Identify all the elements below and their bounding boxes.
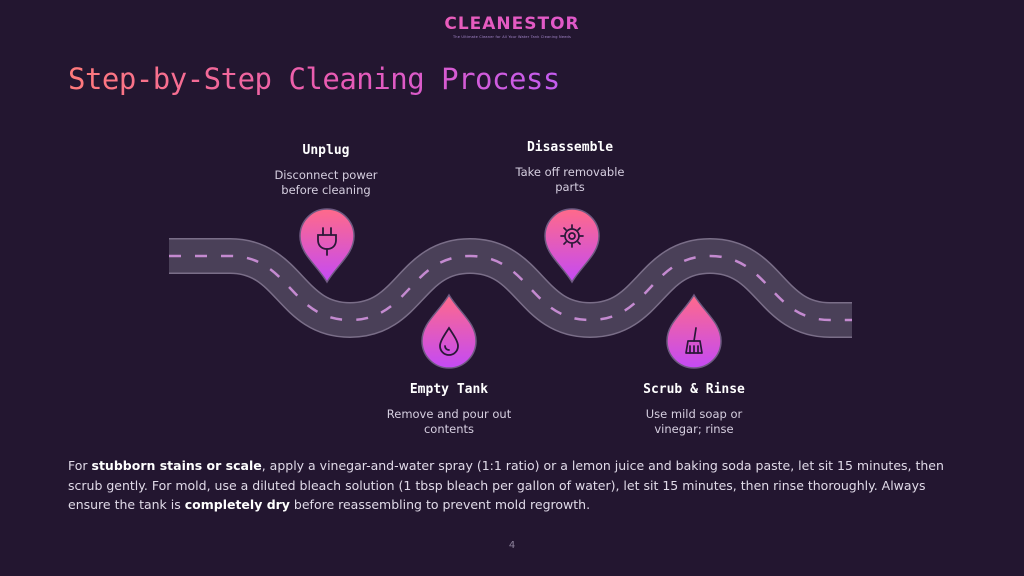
step-desc-line: Remove and pour out xyxy=(386,407,512,421)
step-unplug: Unplug Disconnect power before cleaning xyxy=(241,143,411,198)
step-pin-unplug xyxy=(299,208,355,284)
step-desc-line: Use mild soap or xyxy=(645,407,743,421)
gear-icon xyxy=(560,224,584,248)
step-pin-scrub-rinse xyxy=(666,293,722,369)
step-title: Disassemble xyxy=(526,140,614,155)
step-desc-line: parts xyxy=(555,180,585,194)
brand-name: CLEANESTOR xyxy=(0,14,1024,34)
body-text-segment: For xyxy=(68,458,92,473)
body-bold-segment: completely dry xyxy=(184,497,290,512)
step-desc-line: Disconnect power xyxy=(274,168,378,182)
body-paragraph: For stubborn stains or scale, apply a vi… xyxy=(68,456,948,515)
body-bold-segment: stubborn stains or scale xyxy=(91,458,262,473)
step-description: Take off removable parts xyxy=(485,165,655,195)
road-path xyxy=(169,238,852,338)
step-description: Remove and pour out contents xyxy=(364,407,534,437)
page-title: Step-by-Step Cleaning Process xyxy=(68,62,560,96)
step-scrub-rinse: Scrub & Rinse Use mild soap or vinegar; … xyxy=(609,382,779,437)
plug-icon xyxy=(317,227,337,256)
step-description: Use mild soap or vinegar; rinse xyxy=(609,407,779,437)
droplet-icon xyxy=(439,326,459,356)
step-pin-empty-tank xyxy=(421,293,477,369)
step-title: Empty Tank xyxy=(409,382,489,397)
step-title: Scrub & Rinse xyxy=(643,382,745,397)
brand-tagline: The Ultimate Cleaner for All Your Water … xyxy=(452,35,572,39)
brand-logo: CLEANESTOR The Ultimate Cleaner for All … xyxy=(0,14,1024,39)
step-empty-tank: Empty Tank Remove and pour out contents xyxy=(364,382,534,437)
step-desc-line: before cleaning xyxy=(281,183,371,197)
step-description: Disconnect power before cleaning xyxy=(241,168,411,198)
body-text-segment: , apply a vinegar-and-water spray (1:1 r… xyxy=(68,458,944,512)
page-number: 4 xyxy=(508,540,516,551)
step-desc-line: Take off removable xyxy=(515,165,625,179)
step-title: Unplug xyxy=(302,143,350,158)
broom-icon xyxy=(685,327,703,354)
step-desc-line: contents xyxy=(423,422,475,436)
step-pin-disassemble xyxy=(544,208,600,284)
step-disassemble: Disassemble Take off removable parts xyxy=(485,140,655,195)
body-text-segment: before reassembling to prevent mold regr… xyxy=(289,497,591,512)
step-desc-line: vinegar; rinse xyxy=(654,422,734,436)
